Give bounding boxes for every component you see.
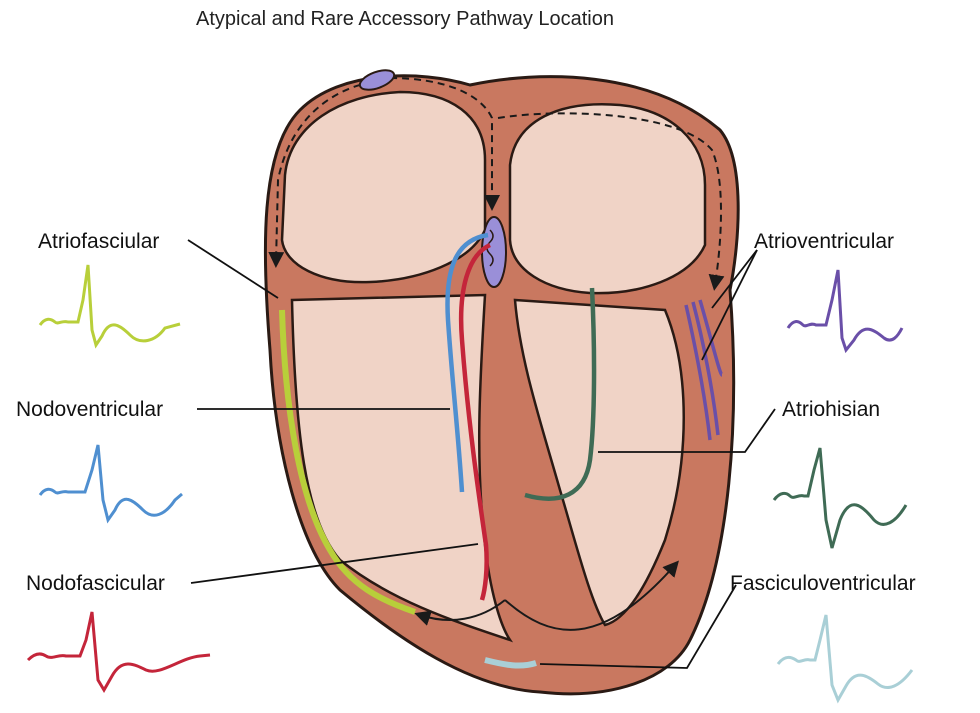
- ecg-atriohisian: [774, 448, 906, 548]
- left-atrium: [510, 104, 705, 293]
- av-node: [482, 217, 506, 287]
- ecg-nodofascicular: [28, 612, 210, 690]
- ecg-nodoventricular: [40, 445, 182, 520]
- ecg-atriofascicular: [40, 265, 180, 345]
- ecg-atrioventricular: [788, 270, 902, 350]
- ecg-fasciculoventricular: [778, 615, 912, 700]
